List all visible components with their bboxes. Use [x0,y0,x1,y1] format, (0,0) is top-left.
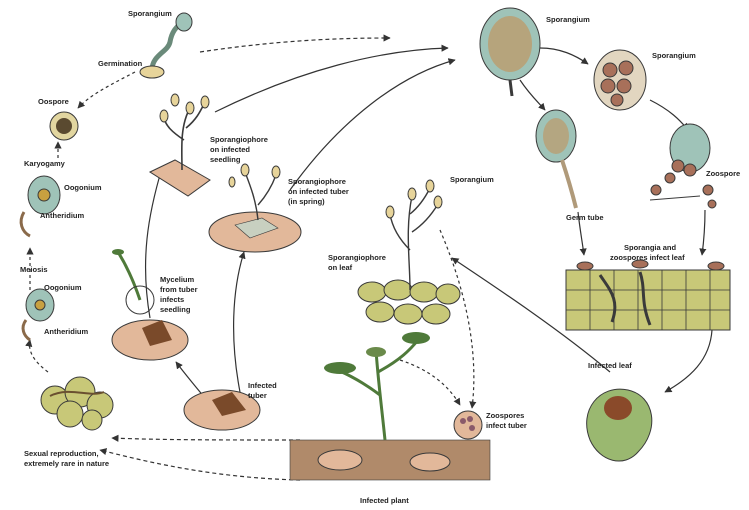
label-germ-tube: Germ tube [566,213,604,222]
zoospore-release-illustration [650,124,716,208]
label-sporangiophore-leaf-1: Sporangiophore [328,253,386,262]
label-sporangiophore-seedling-1: Sporangiophore [210,135,268,144]
label-sporangium-top-left: Sporangium [128,9,172,18]
label-infected-plant: Infected plant [360,496,409,505]
label-antheridium-2: Antheridium [44,327,88,336]
infected-plant-illustration [290,332,490,480]
label-germination: Germination [98,59,143,68]
label-oogonium-2: Oogonium [44,283,82,292]
leaf-sporangiophore-illustration [358,180,460,324]
label-sporangiophore-leaf-2: on leaf [328,263,353,272]
label-sporangiophore-seedling-2: on infected [210,145,250,154]
arrow-germination-oospore [78,72,135,108]
label-sexual-reproduction-1: Sexual reproduction, [24,449,99,458]
arrow-sexual-up [30,340,48,372]
label-oogonium-1: Oogonium [64,183,102,192]
label-mycelium-4: seedling [160,305,191,314]
label-meiosis: Meiosis [20,265,48,274]
arrow-seedling-sporangium [215,48,448,112]
arrow-bottom-dashed-1 [112,438,300,440]
label-sporangiophore-seedling-3: seedling [210,155,241,164]
label-karyogamy: Karyogamy [24,159,66,168]
arrow-tuber-sporangium [290,60,455,190]
label-infected-tuber-1: Infected [248,381,277,390]
label-mycelium-1: Mycelium [160,275,195,284]
arrow-plant-tuber [400,360,460,405]
label-sporangium-center: Sporangium [450,175,494,184]
label-mycelium-2: from tuber [160,285,198,294]
leaf-cells-illustration [566,260,730,330]
label-sporangia-infect-2: zoospores infect leaf [610,253,685,262]
label-sporangia-infect-1: Sporangia and [624,243,677,252]
label-sexual-reproduction-2: extremely rare in nature [24,459,109,468]
label-sporangium-top-right: Sporangium [546,15,590,24]
label-mycelium-3: infects [160,295,184,304]
infected-leaf-illustration [587,389,652,461]
sporangium-cluster-illustration [594,50,646,110]
label-zoospore: Zoospore [706,169,740,178]
label-sporangiophore-tuber-3: (in spring) [288,197,325,206]
arrow-to-infected-leaf [665,330,712,392]
arrow-zoospore-leaf [702,210,705,255]
sexual-reproduction-illustration [41,377,113,430]
label-infected-leaf: Infected leaf [588,361,632,370]
arrow-to-germtube [520,80,545,110]
label-antheridium-1: Antheridium [40,211,84,220]
label-zoospores-tuber-1: Zoospores [486,411,524,420]
label-sporangiophore-tuber-1: Sporangiophore [288,177,346,186]
karyogamy-illustration [21,176,60,236]
label-infected-tuber-2: tuber [248,391,267,400]
oospore-core [56,118,72,134]
label-zoospores-tuber-2: infect tuber [486,421,527,430]
arrow-tuber-up [234,252,244,392]
arrow-top-dashed [200,38,390,52]
sporangium-top-right-illustration [480,8,540,96]
label-sporangium-cluster: Sporangium [652,51,696,60]
germ-tube-illustration [536,110,576,208]
germination-illustration [140,13,192,78]
label-oospore: Oospore [38,97,69,106]
label-sporangiophore-tuber-2: on infected tuber [288,187,349,196]
arrow-bottom-dashed-2 [100,450,300,480]
arrow-to-cluster [540,48,588,64]
arrow-tuber-mycelium [176,362,205,398]
